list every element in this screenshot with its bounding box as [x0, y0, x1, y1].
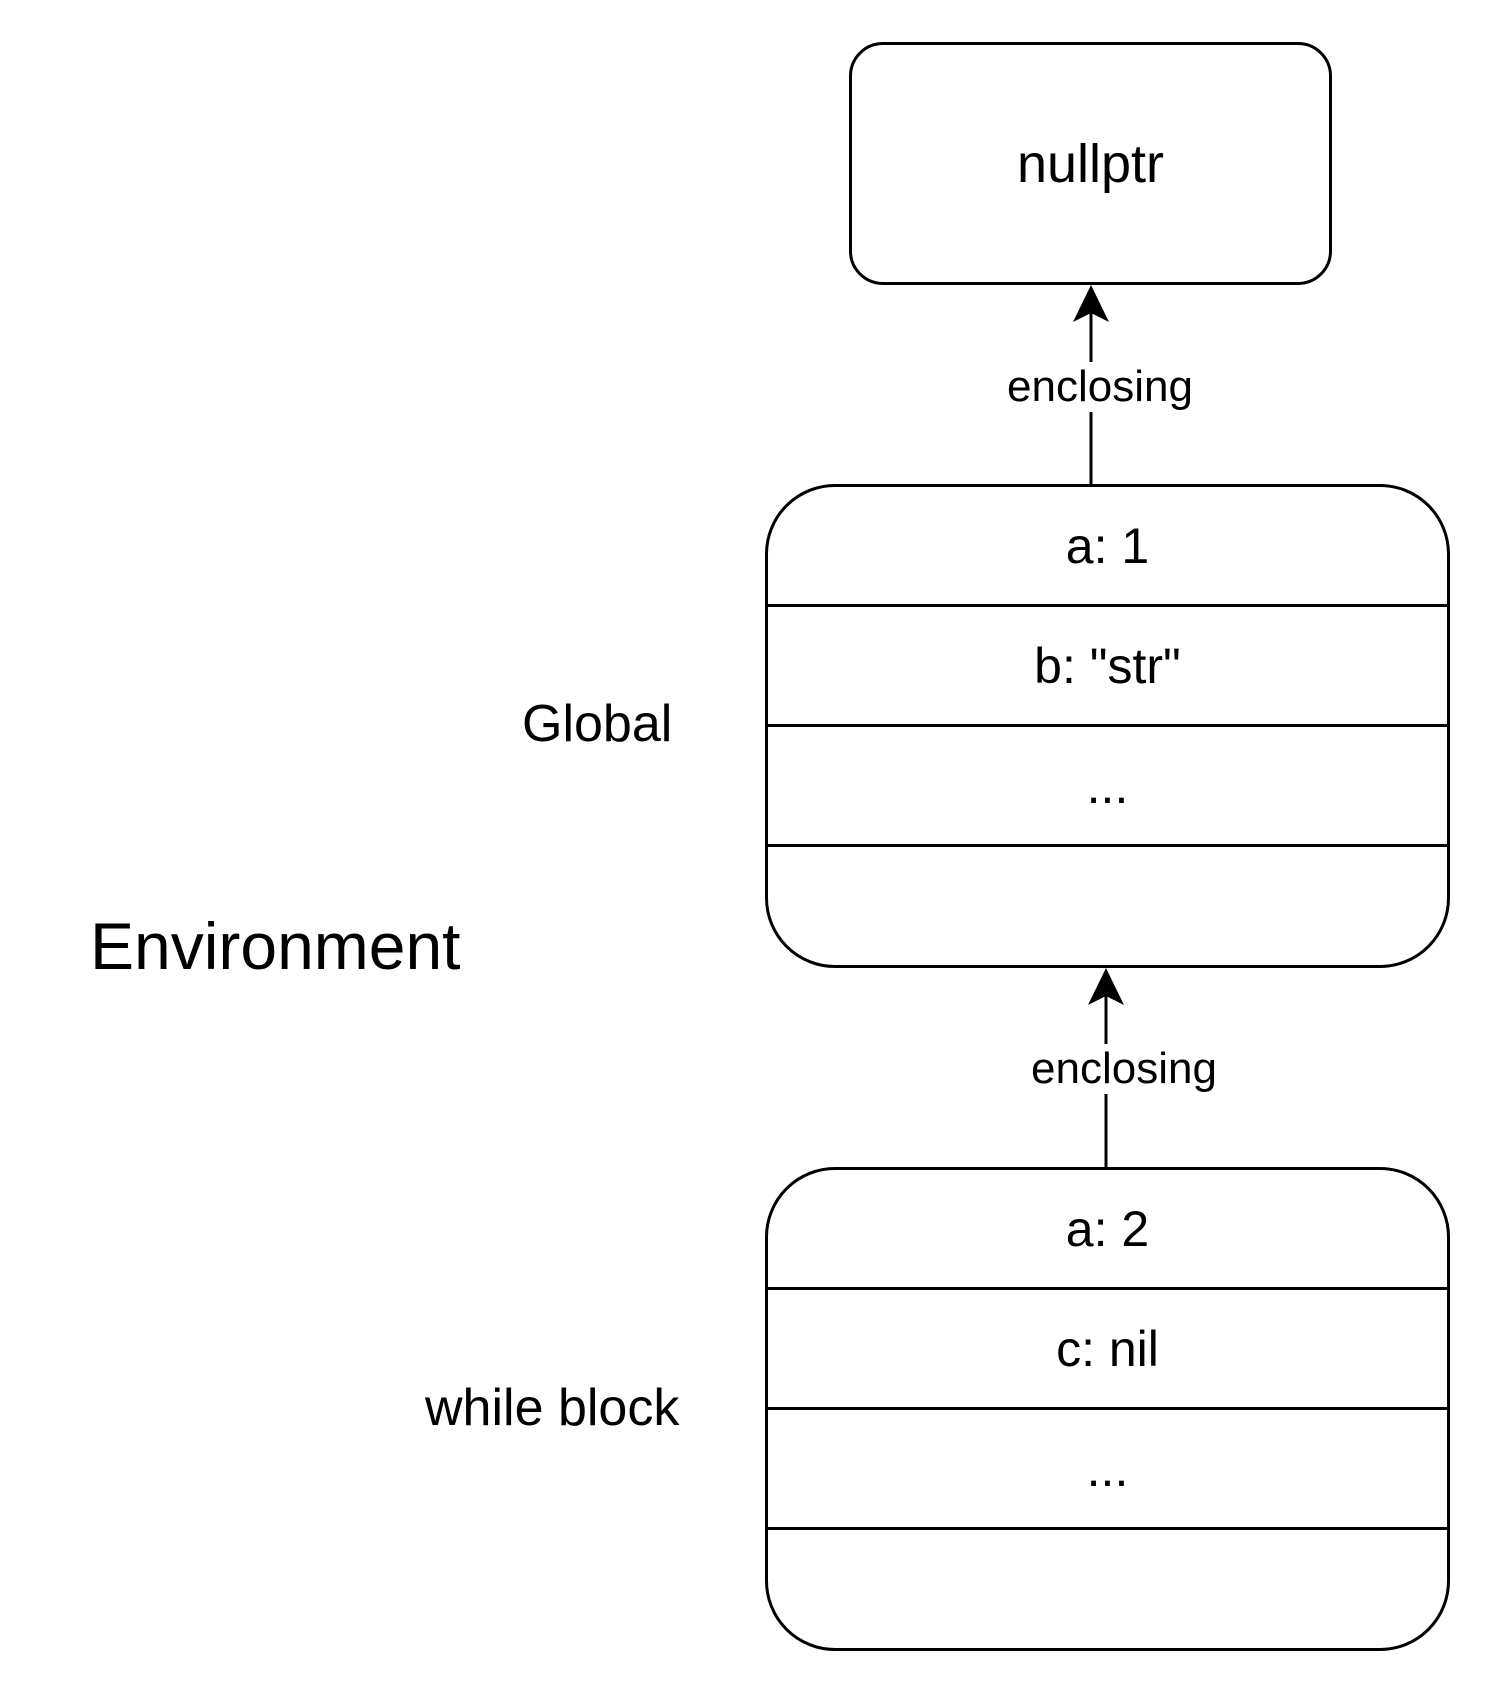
- edge-label-enclosing: enclosing: [990, 362, 1210, 412]
- diagram-title: Environment: [90, 909, 461, 983]
- global-environment-node: a: 1 b: "str" ...: [765, 484, 1450, 968]
- global-entry-empty: [768, 847, 1447, 965]
- while-entry-a: a: 2: [768, 1170, 1447, 1290]
- arrowhead-up-icon: [1088, 968, 1124, 1005]
- global-entry-b: b: "str": [768, 607, 1447, 727]
- while-entry-c: c: nil: [768, 1290, 1447, 1410]
- global-entry-a: a: 1: [768, 487, 1447, 607]
- edge-label-enclosing: enclosing: [1014, 1044, 1234, 1094]
- nullptr-label: nullptr: [1016, 133, 1165, 194]
- while-block-environment-node: a: 2 c: nil ...: [765, 1167, 1450, 1651]
- arrowhead-up-icon: [1073, 285, 1109, 322]
- global-entry-ellipsis: ...: [768, 727, 1447, 847]
- global-label: Global: [522, 695, 673, 753]
- while-block-label: while block: [425, 1379, 680, 1437]
- while-entry-ellipsis: ...: [768, 1410, 1447, 1530]
- while-entry-empty: [768, 1530, 1447, 1648]
- nullptr-node: nullptr: [849, 42, 1332, 285]
